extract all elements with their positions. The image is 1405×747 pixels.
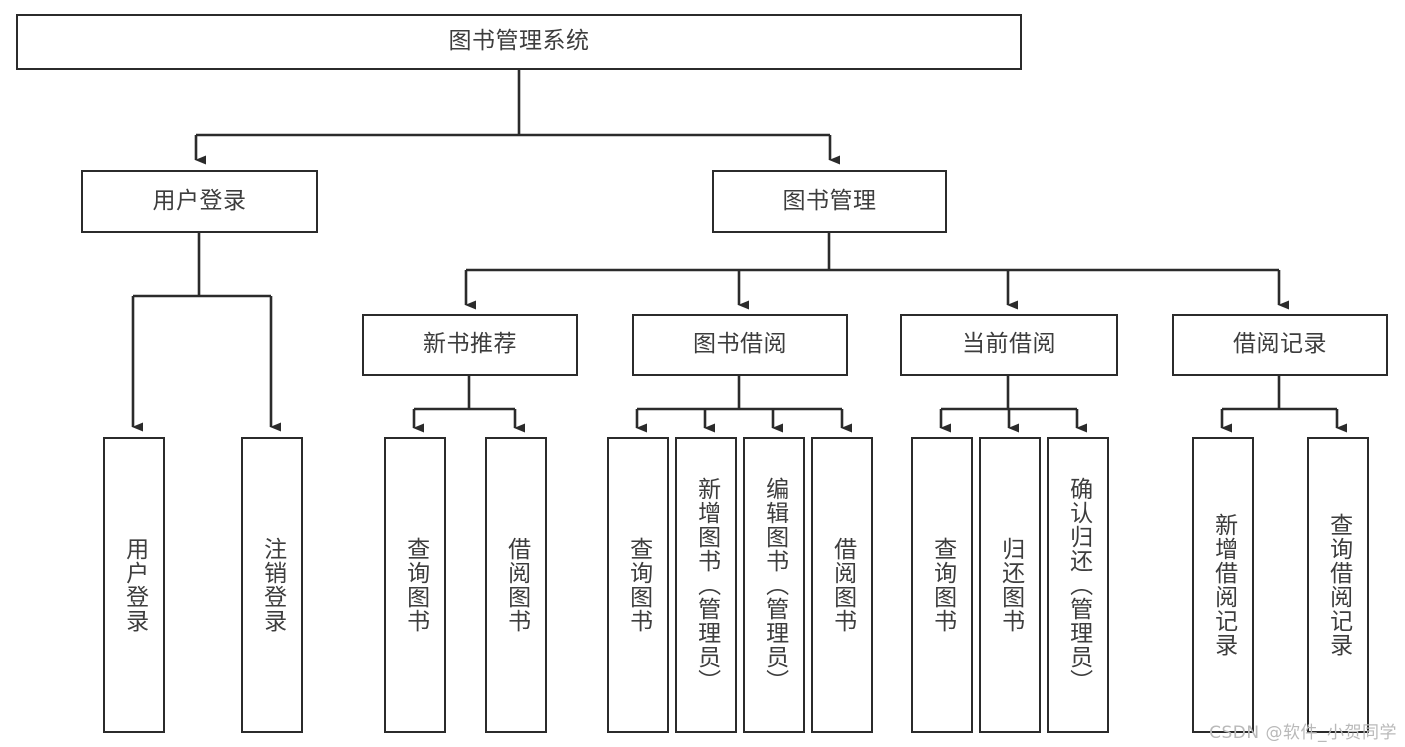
leaf-borrow-record-add-record[interactable]: 新增借阅记录 bbox=[1192, 437, 1254, 733]
node-label: 归还图书 bbox=[997, 537, 1024, 633]
node-label: 查询图书 bbox=[929, 537, 956, 633]
leaf-book-borrow-query-book[interactable]: 查询图书 bbox=[607, 437, 669, 733]
leaf-book-borrow-edit-book-admin[interactable]: 编辑图书（管理员） bbox=[743, 437, 805, 733]
leaf-current-borrow-query-book[interactable]: 查询图书 bbox=[911, 437, 973, 733]
node-label: 编辑图书（管理员） bbox=[761, 477, 788, 693]
leaf-book-borrow-borrow-book[interactable]: 借阅图书 bbox=[811, 437, 873, 733]
node-book-borrow[interactable]: 图书借阅 bbox=[632, 314, 848, 376]
leaf-new-book-query-book[interactable]: 查询图书 bbox=[384, 437, 446, 733]
node-new-book-recommend[interactable]: 新书推荐 bbox=[362, 314, 578, 376]
node-label: 新增借阅记录 bbox=[1210, 513, 1237, 657]
node-label: 借阅图书 bbox=[829, 537, 856, 633]
leaf-current-borrow-confirm-return-admin[interactable]: 确认归还（管理员） bbox=[1047, 437, 1109, 733]
node-label: 借阅记录 bbox=[1233, 331, 1327, 358]
node-label: 新增图书（管理员） bbox=[693, 477, 720, 693]
node-label: 借阅图书 bbox=[503, 537, 530, 633]
node-label: 查询图书 bbox=[402, 537, 429, 633]
leaf-current-borrow-return-book[interactable]: 归还图书 bbox=[979, 437, 1041, 733]
node-label: 当前借阅 bbox=[962, 331, 1056, 358]
node-label: 新书推荐 bbox=[423, 331, 517, 358]
leaf-new-book-borrow-book[interactable]: 借阅图书 bbox=[485, 437, 547, 733]
node-root-book-management-system[interactable]: 图书管理系统 bbox=[16, 14, 1022, 70]
node-label: 确认归还（管理员） bbox=[1065, 477, 1092, 693]
node-current-borrow[interactable]: 当前借阅 bbox=[900, 314, 1118, 376]
node-borrow-record[interactable]: 借阅记录 bbox=[1172, 314, 1388, 376]
node-book-management[interactable]: 图书管理 bbox=[712, 170, 947, 233]
node-user-login[interactable]: 用户登录 bbox=[81, 170, 318, 233]
leaf-user-login-logout[interactable]: 注销登录 bbox=[241, 437, 303, 733]
node-label: 图书借阅 bbox=[693, 331, 787, 358]
node-label: 用户登录 bbox=[121, 537, 148, 633]
node-label: 用户登录 bbox=[152, 187, 247, 214]
node-label: 注销登录 bbox=[259, 537, 286, 633]
leaf-book-borrow-add-book-admin[interactable]: 新增图书（管理员） bbox=[675, 437, 737, 733]
node-label: 图书管理 bbox=[782, 187, 877, 214]
node-label: 查询借阅记录 bbox=[1325, 513, 1352, 657]
node-label: 图书管理系统 bbox=[448, 28, 590, 55]
leaf-borrow-record-query-record[interactable]: 查询借阅记录 bbox=[1307, 437, 1369, 733]
node-label: 查询图书 bbox=[625, 537, 652, 633]
leaf-user-login-login[interactable]: 用户登录 bbox=[103, 437, 165, 733]
csdn-watermark: CSDN @软件_小贺同学 bbox=[1209, 723, 1397, 743]
